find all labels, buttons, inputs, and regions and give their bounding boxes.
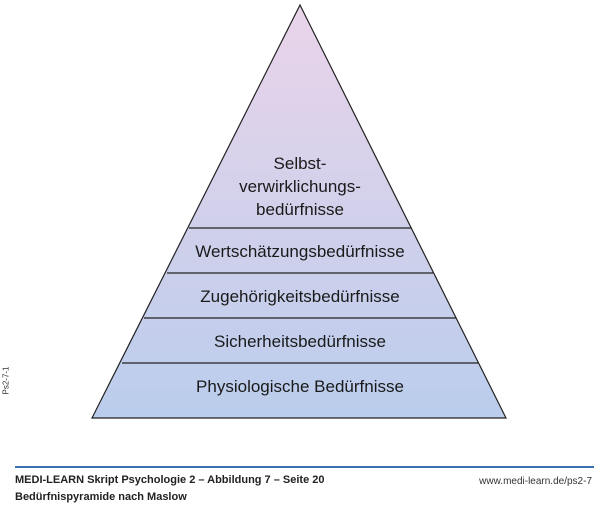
level-safety: Sicherheitsbedürfnisse bbox=[214, 332, 386, 351]
footer-source: MEDI-LEARN Skript Psychologie 2 – Abbild… bbox=[15, 474, 325, 486]
footer-caption: Bedürfnispyramide nach Maslow bbox=[15, 491, 187, 503]
level-physiological: Physiologische Bedürfnisse bbox=[196, 377, 404, 396]
level-esteem: Wertschätzungsbedürfnisse bbox=[195, 242, 404, 261]
pyramid-outline bbox=[91, 3, 507, 419]
level-self-actualization-line2: verwirklichungs- bbox=[239, 177, 361, 196]
footer-divider bbox=[15, 466, 594, 468]
level-self-actualization-line3: bedürfnisse bbox=[256, 200, 344, 219]
footer-url[interactable]: www.medi-learn.de/ps2-7 bbox=[479, 476, 592, 487]
level-self-actualization-line1: Selbst- bbox=[274, 154, 327, 173]
level-belonging: Zugehörigkeitsbedürfnisse bbox=[200, 287, 399, 306]
figure-code: Ps2-7-1 bbox=[1, 366, 11, 395]
